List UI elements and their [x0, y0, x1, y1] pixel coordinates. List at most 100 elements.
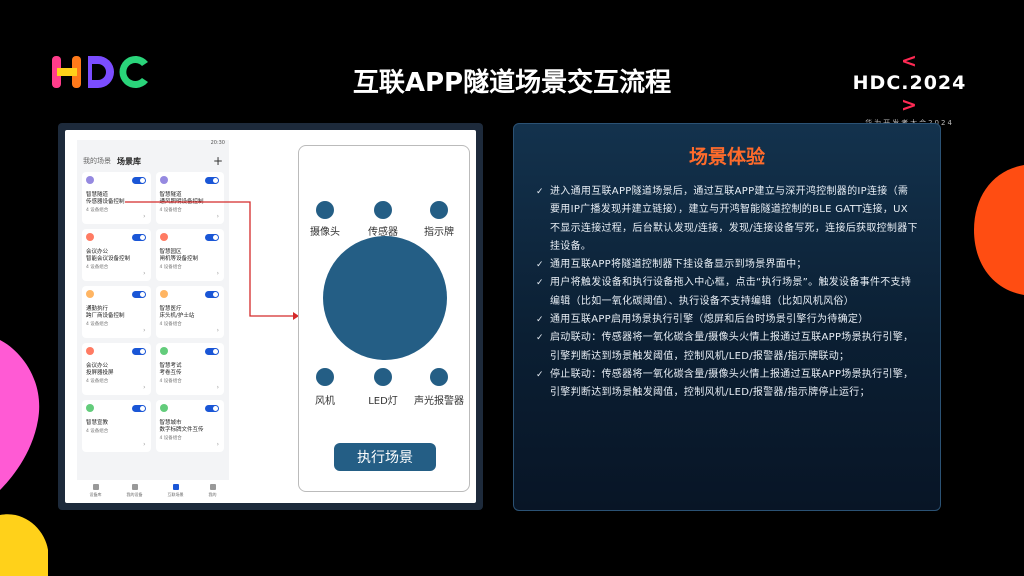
scene-desc: 投屏器投屏 [86, 370, 114, 376]
phone-bottom-nav: 设备库 我的设备 互联场景 我的 [77, 480, 229, 502]
my-devices-icon [131, 484, 138, 490]
profile-icon [209, 484, 216, 490]
device-sensor[interactable]: 传感器 [353, 201, 413, 238]
scene-toggle[interactable] [205, 234, 219, 241]
scene-name: 智慧医疗 [159, 306, 182, 312]
nav-my-devices[interactable]: 我的设备 [127, 484, 143, 498]
device-label: 指示牌 [424, 227, 454, 238]
connector-arrow [125, 201, 299, 320]
right-decoration [974, 165, 1024, 295]
device-label: 风机 [315, 396, 335, 407]
fan-icon [316, 368, 334, 386]
chevron-right-icon: › [216, 441, 219, 448]
nav-connected-scenes[interactable]: 互联场景 [168, 484, 184, 498]
list-item: 进入通用互联APP隧道场景后，通过互联APP建立与深开鸿控制器的IP连接（需要用… [536, 183, 918, 256]
scene-drop-zone[interactable] [323, 236, 447, 360]
scene-icon [159, 233, 168, 241]
scene-toggle[interactable] [131, 348, 146, 355]
device-label: 传感器 [368, 227, 398, 238]
scene-toggle[interactable] [205, 348, 219, 355]
scene-toggle[interactable] [205, 177, 219, 184]
run-scene-button[interactable]: 执行场景 [334, 443, 436, 471]
phone-status-time: 20:30 [210, 140, 225, 146]
scene-desc: 传感器设备控制 [86, 199, 125, 205]
chevron-right-icon: › [216, 327, 219, 334]
device-library-icon [92, 484, 99, 490]
scene-toggle[interactable] [131, 177, 146, 184]
device-fan[interactable]: 风机 [295, 368, 355, 407]
scene-desc: 考卷互传 [159, 370, 182, 376]
scene-count: 4 设备组合 [86, 322, 109, 327]
device-camera[interactable]: 摄像头 [295, 201, 355, 238]
camera-icon [316, 201, 334, 219]
scene-desc: 床头机/护士站 [159, 313, 195, 319]
scene-card[interactable]: 智慧宣教 4 设备组合 › [82, 400, 151, 452]
device-led[interactable]: LED灯 [353, 368, 413, 407]
tab-scene-library[interactable]: 场景库 [117, 156, 141, 166]
screenshot-panel: 20:30 我的场景 场景库 + 智慧隧道传感器设备控制 4 设备组合 › 智慧隧道… [58, 123, 483, 510]
left-decoration [0, 340, 48, 576]
badge-text: HDC.2024 [852, 72, 967, 94]
scene-icon [86, 347, 94, 355]
scene-count: 4 设备组合 [159, 208, 182, 213]
scene-name: 智慧园区 [159, 249, 182, 255]
scene-count: 4 设备组合 [86, 379, 109, 384]
scene-desc: 跨厂商设备控制 [86, 313, 125, 319]
scene-toggle[interactable] [131, 291, 146, 298]
scene-name: 会议办公 [86, 363, 109, 369]
scene-desc: 闸机等设备控制 [159, 256, 199, 262]
scene-icon [159, 176, 168, 184]
scene-icon [86, 233, 94, 241]
list-item: 通用互联APP将隧道控制器下挂设备显示到场景界面中； [536, 256, 918, 275]
scene-name: 通勤执行 [86, 306, 109, 312]
chevron-right-icon: › [143, 213, 146, 220]
nav-me[interactable]: 我的 [209, 484, 217, 498]
badge-bracket-right: > [901, 94, 918, 116]
device-alarm[interactable]: 声光报警器 [409, 368, 469, 407]
list-item: 停止联动：传感器将一氧化碳含量/摄像头火情上报通过互联APP场景执行引擎，引擎判… [536, 366, 918, 403]
scene-count: 4 设备组合 [159, 436, 182, 441]
scene-toggle[interactable] [131, 405, 146, 412]
scene-name: 智慧隧道 [159, 192, 182, 198]
phone-mockup: 20:30 我的场景 场景库 + 智慧隧道传感器设备控制 4 设备组合 › 智慧隧道… [77, 140, 229, 502]
nav-label: 设备库 [89, 492, 102, 497]
nav-device-library[interactable]: 设备库 [90, 484, 102, 498]
scene-icon [86, 176, 94, 184]
chevron-right-icon: › [143, 441, 146, 448]
scene-count: 4 设备组合 [86, 208, 109, 213]
scenes-icon [172, 484, 179, 490]
tab-my-scenes[interactable]: 我的场景 [83, 157, 111, 165]
device-label: 声光报警器 [414, 396, 464, 407]
scene-count: 4 设备组合 [86, 429, 109, 434]
experience-list: 进入通用互联APP隧道场景后，通过互联APP建立与深开鸿控制器的IP连接（需要用… [536, 183, 918, 403]
device-sign[interactable]: 指示牌 [409, 201, 469, 238]
scene-experience-panel: 场景体验 进入通用互联APP隧道场景后，通过互联APP建立与深开鸿控制器的IP连… [513, 123, 941, 511]
scene-name: 智慧宣教 [86, 420, 109, 426]
badge-bracket-left: < [901, 50, 918, 72]
phone-header: 我的场景 场景库 + [77, 150, 229, 172]
scene-count: 4 设备组合 [159, 379, 182, 384]
chevron-right-icon: › [216, 270, 219, 277]
scene-toggle[interactable] [205, 405, 219, 412]
led-icon [374, 368, 392, 386]
list-item: 用户将触发设备和执行设备拖入中心框，点击“执行场景”。触发设备事件不支持编辑（比… [536, 274, 918, 311]
nav-label: 互联场景 [167, 492, 184, 497]
add-icon[interactable]: + [212, 154, 223, 168]
scene-toggle[interactable] [131, 234, 146, 241]
scene-toggle[interactable] [205, 291, 219, 298]
scene-icon [86, 404, 94, 412]
screenshot-canvas: 20:30 我的场景 场景库 + 智慧隧道传感器设备控制 4 设备组合 › 智慧隧道… [65, 130, 476, 503]
list-item: 通用互联APP启用场景执行引擎（熄屏和后台时场景引擎行为待确定） [536, 311, 918, 330]
scene-desc: 智能会议设备控制 [86, 256, 131, 262]
scene-canvas[interactable]: 摄像头 传感器 指示牌 风机 LED灯 声光报警器 执行场景 [298, 145, 470, 492]
